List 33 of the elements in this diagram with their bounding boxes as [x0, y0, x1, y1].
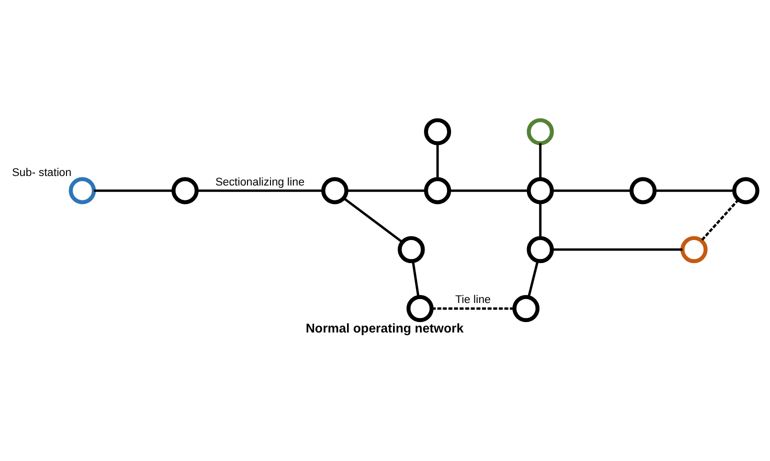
- node-circle: [526, 177, 554, 204]
- connector: [412, 261, 420, 298]
- connector: [552, 248, 682, 251]
- connector: [436, 143, 439, 179]
- connector: [94, 189, 174, 192]
- connector: [552, 189, 632, 192]
- caption: Normal operating network: [306, 320, 464, 336]
- connector: [432, 307, 514, 310]
- node-circle: [398, 236, 425, 264]
- connector: [449, 189, 529, 192]
- edge-label: Sectionalizing line: [215, 176, 305, 188]
- connector: [528, 260, 539, 298]
- connector: [700, 198, 740, 242]
- connector: [196, 189, 324, 192]
- node-circle: [406, 295, 434, 322]
- connector: [343, 197, 403, 243]
- connector: [654, 189, 734, 192]
- connector: [539, 143, 542, 179]
- node-circle: [680, 236, 708, 264]
- node-circle: [68, 177, 96, 204]
- node-circle: [424, 177, 452, 204]
- node-circle: [424, 118, 452, 146]
- node-circle: [630, 177, 657, 204]
- node-label: Sub- station: [12, 167, 72, 180]
- edge-label: Tie line: [455, 294, 491, 306]
- node-circle: [321, 177, 348, 204]
- node-circle: [732, 177, 760, 204]
- connector: [539, 202, 542, 238]
- connector: [346, 189, 426, 192]
- node-circle: [512, 295, 540, 322]
- node-circle: [526, 236, 554, 264]
- node-circle: [526, 118, 554, 146]
- node-circle: [172, 177, 199, 204]
